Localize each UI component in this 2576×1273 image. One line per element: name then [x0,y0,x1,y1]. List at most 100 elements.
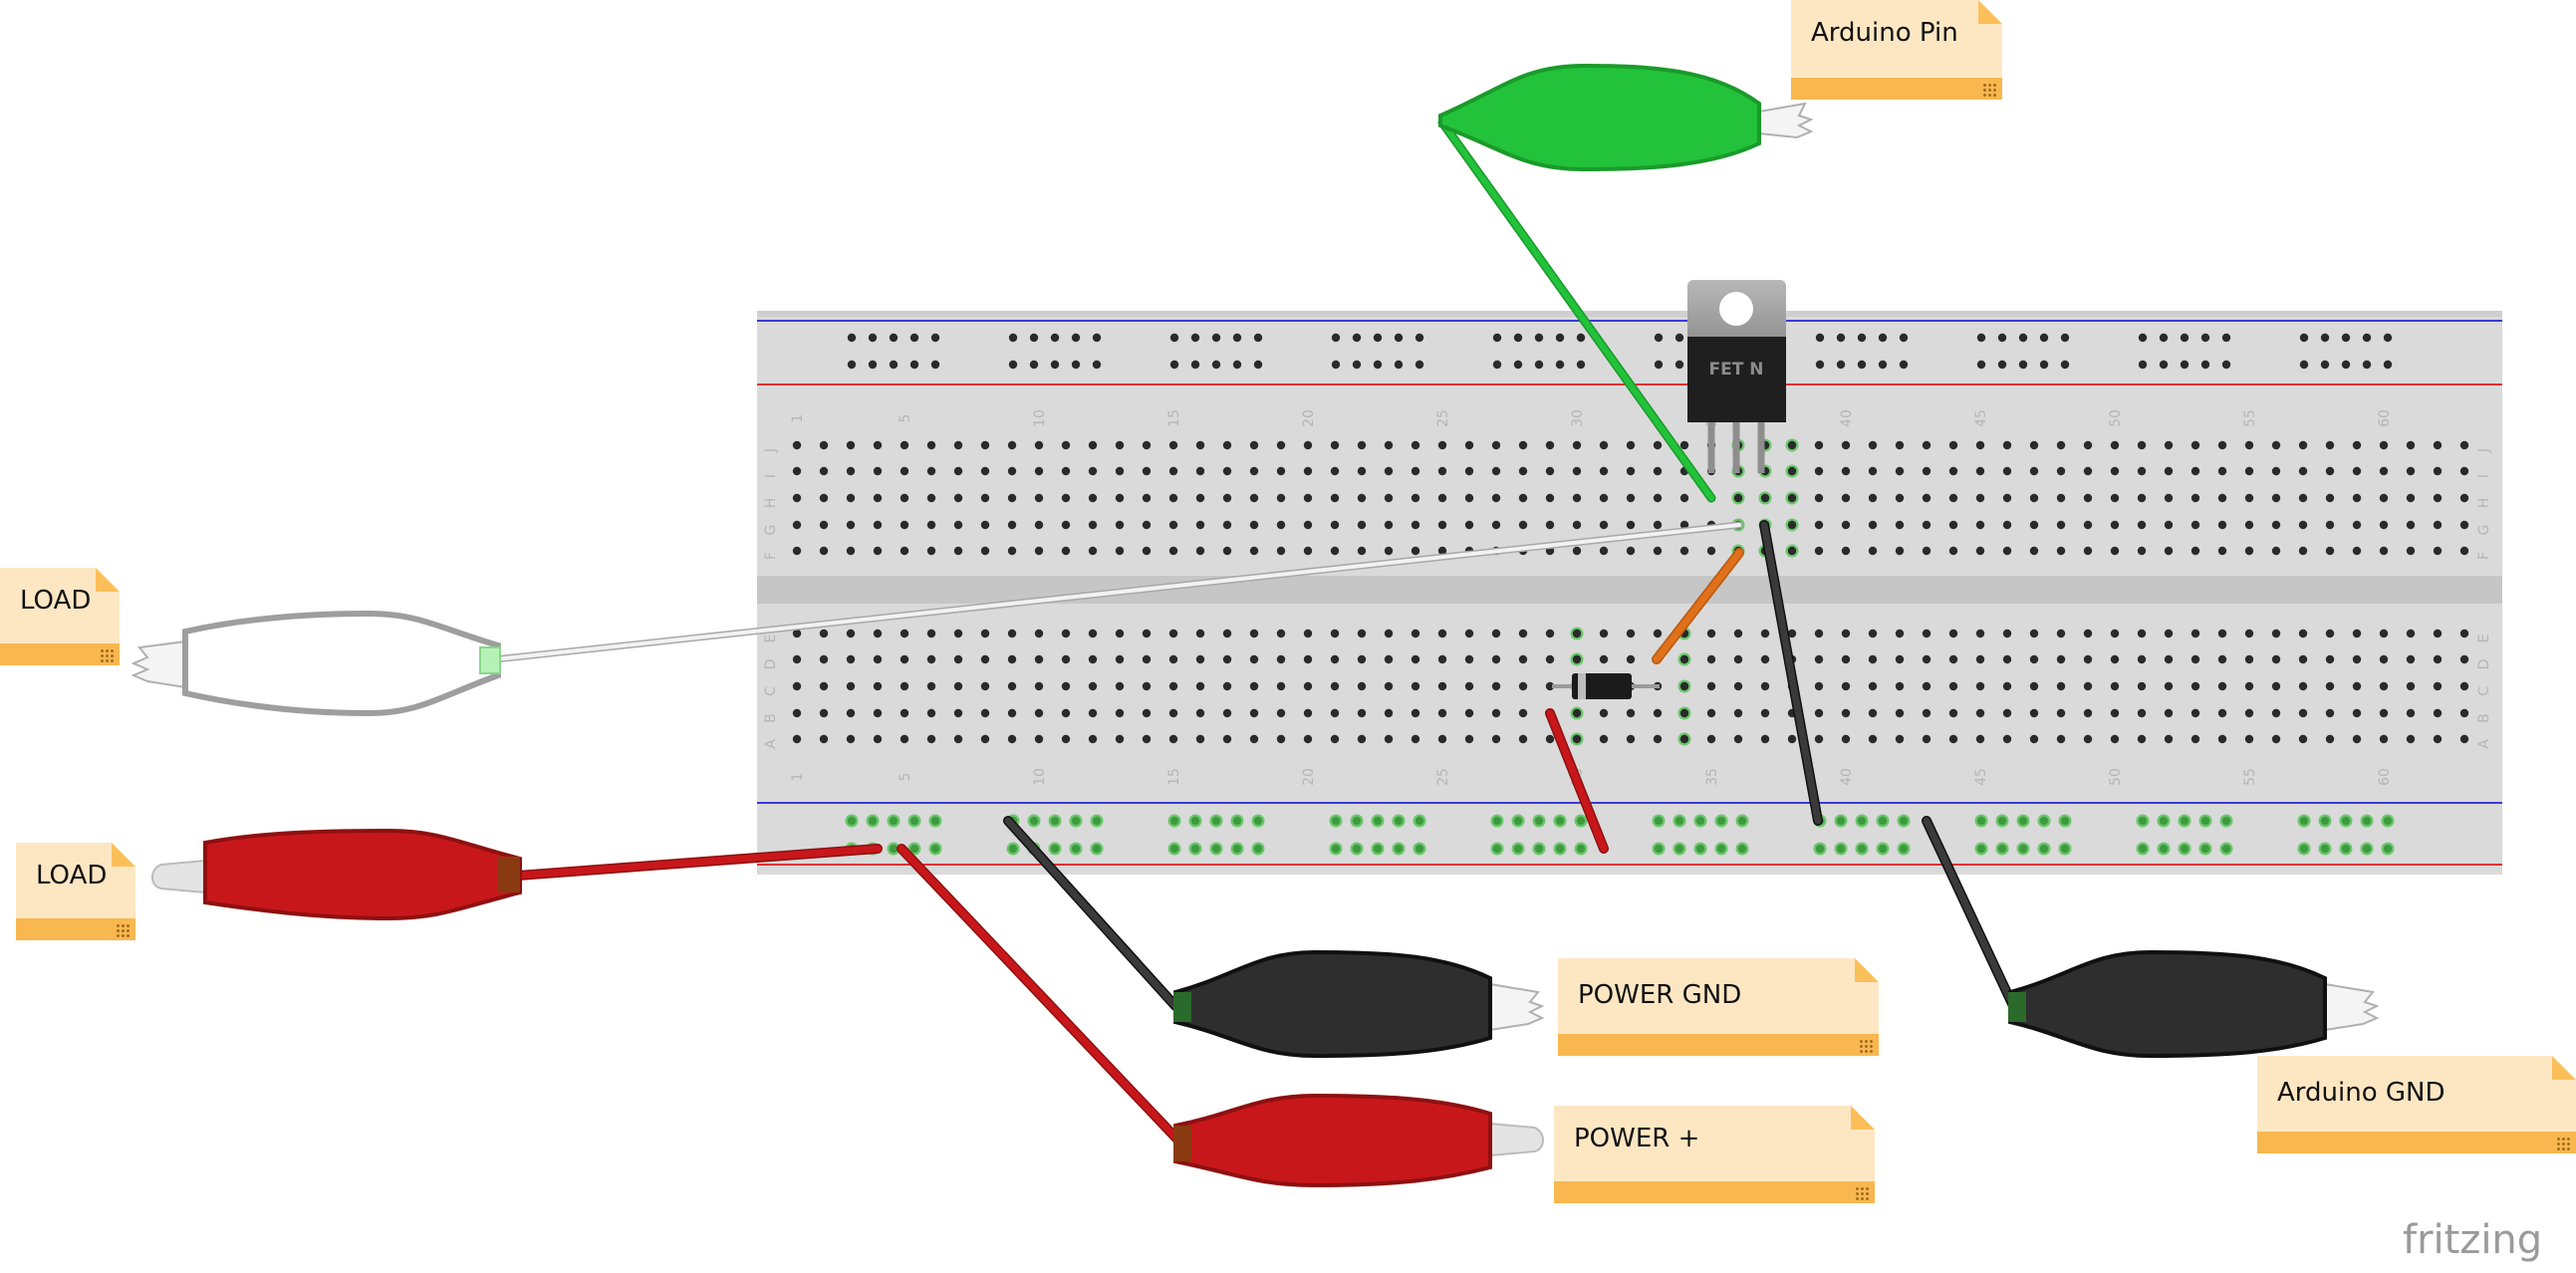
breadboard-hole[interactable] [1948,734,1958,744]
breadboard-hole[interactable] [1088,654,1098,664]
breadboard-hole[interactable] [1303,520,1313,530]
breadboard-hole[interactable] [1357,654,1367,664]
breadboard-hole[interactable] [1357,493,1367,503]
breadboard-hole[interactable] [2379,466,2389,476]
rail-hole[interactable] [2320,333,2330,343]
breadboard-hole[interactable] [2406,708,2416,718]
breadboard-hole[interactable] [2029,440,2039,450]
breadboard-hole[interactable] [2459,520,2469,530]
breadboard-hole[interactable] [926,654,936,664]
breadboard-hole[interactable] [2244,629,2254,638]
breadboard-hole[interactable] [1330,708,1340,718]
breadboard-hole[interactable] [2406,629,2416,638]
breadboard-hole[interactable] [1975,546,1985,556]
breadboard-hole[interactable] [1115,466,1125,476]
breadboard-hole[interactable] [2298,520,2308,530]
rail-hole[interactable] [1211,360,1221,370]
breadboard-hole[interactable] [2190,629,2200,638]
breadboard-hole[interactable] [900,629,909,638]
rail-hole[interactable] [1899,360,1909,370]
breadboard-hole[interactable] [980,681,990,691]
breadboard-hole[interactable] [1222,520,1232,530]
breadboard-hole[interactable] [1168,629,1178,638]
breadboard-hole[interactable] [1948,708,1958,718]
breadboard-hole[interactable] [2029,520,2039,530]
breadboard-hole[interactable] [1222,466,1232,476]
breadboard-hole[interactable] [1115,708,1125,718]
breadboard-hole[interactable] [2352,440,2362,450]
breadboard-hole[interactable] [1437,629,1447,638]
breadboard-hole[interactable] [2083,440,2093,450]
breadboard-hole[interactable] [2002,734,2012,744]
breadboard-hole[interactable] [2083,734,2093,744]
breadboard-hole[interactable] [1330,520,1340,530]
breadboard-hole[interactable] [2083,654,2093,664]
breadboard-hole[interactable] [1814,466,1824,476]
breadboard-hole[interactable] [1357,520,1367,530]
rail-hole[interactable] [1253,360,1263,370]
breadboard-hole[interactable] [1975,708,1985,718]
rail-hole[interactable] [1534,360,1544,370]
breadboard-hole[interactable] [1088,629,1098,638]
breadboard-hole[interactable] [1626,520,1636,530]
rail-hole[interactable] [2060,333,2070,343]
breadboard-hole[interactable] [1599,546,1609,556]
breadboard-hole[interactable] [2056,629,2066,638]
breadboard-hole[interactable] [1222,654,1232,664]
breadboard-hole[interactable] [1787,520,1797,530]
breadboard-hole[interactable] [2459,466,2469,476]
breadboard-hole[interactable] [2433,734,2443,744]
breadboard-hole[interactable] [2433,520,2443,530]
breadboard-hole[interactable] [2164,708,2174,718]
breadboard-hole[interactable] [2110,629,2120,638]
breadboard-hole[interactable] [2325,708,2335,718]
rail-hole[interactable] [2159,360,2169,370]
breadboard-hole[interactable] [1599,520,1609,530]
breadboard-hole[interactable] [2379,708,2389,718]
breadboard-hole[interactable] [2137,466,2147,476]
breadboard-hole[interactable] [1787,493,1797,503]
breadboard-hole[interactable] [1249,708,1259,718]
breadboard-hole[interactable] [1249,546,1259,556]
breadboard-hole[interactable] [1276,466,1286,476]
rail-hole[interactable] [2221,360,2231,370]
breadboard-hole[interactable] [2110,520,2120,530]
rail-hole[interactable] [2180,333,2190,343]
breadboard-hole[interactable] [980,734,990,744]
breadboard-hole[interactable] [1868,466,1878,476]
rail-hole[interactable] [1394,360,1404,370]
breadboard-hole[interactable] [2271,466,2281,476]
rail-hole[interactable] [1092,333,1102,343]
rail-hole[interactable] [2039,333,2049,343]
breadboard-hole[interactable] [1222,493,1232,503]
breadboard-hole[interactable] [2352,466,2362,476]
breadboard-hole[interactable] [1195,629,1205,638]
breadboard-hole[interactable] [1491,440,1501,450]
breadboard-hole[interactable] [1168,546,1178,556]
rail-hole[interactable] [1899,333,1909,343]
breadboard-hole[interactable] [1249,681,1259,691]
breadboard-hole[interactable] [1948,466,1958,476]
rail-hole[interactable] [2221,333,2231,343]
rail-hole[interactable] [1836,360,1846,370]
breadboard-hole[interactable] [900,466,909,476]
breadboard-hole[interactable] [2137,654,2147,664]
rail-hole[interactable] [1029,333,1039,343]
breadboard-hole[interactable] [819,440,829,450]
breadboard-hole[interactable] [1464,654,1474,664]
rail-hole[interactable] [2299,360,2309,370]
breadboard-hole[interactable] [2056,681,2066,691]
breadboard-hole[interactable] [1545,681,1555,691]
breadboard-hole[interactable] [2433,466,2443,476]
breadboard-hole[interactable] [2217,734,2227,744]
breadboard-hole[interactable] [1007,629,1017,638]
breadboard-hole[interactable] [953,466,963,476]
breadboard-hole[interactable] [2271,629,2281,638]
breadboard-hole[interactable] [2298,493,2308,503]
breadboard-hole[interactable] [1948,629,1958,638]
rail-hole[interactable] [1997,333,2007,343]
breadboard-hole[interactable] [2056,654,2066,664]
breadboard-hole[interactable] [2110,440,2120,450]
breadboard-hole[interactable] [2164,493,2174,503]
breadboard-hole[interactable] [2110,708,2120,718]
